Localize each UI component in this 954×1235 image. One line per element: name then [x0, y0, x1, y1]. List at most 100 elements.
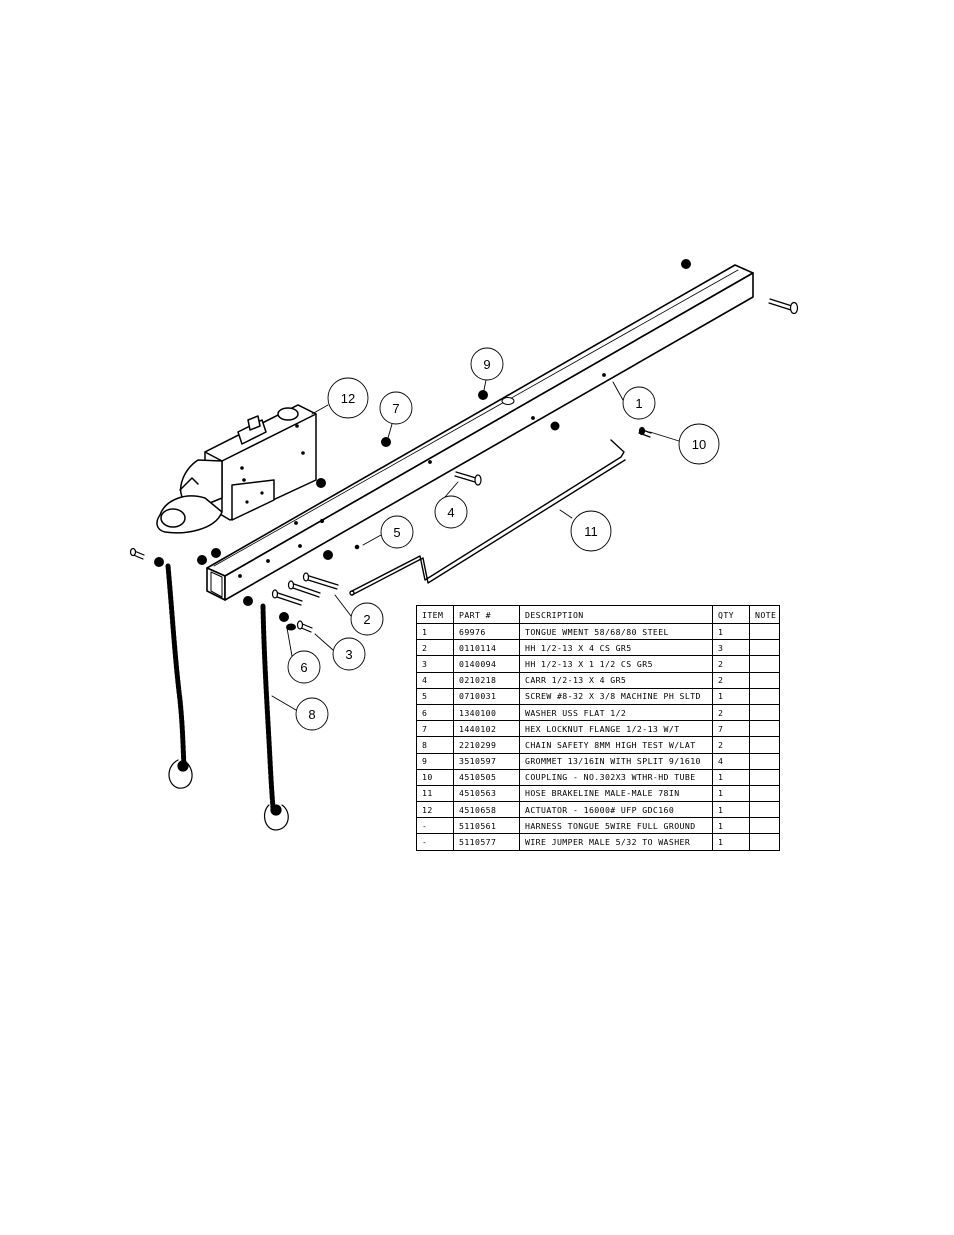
description-cell: WIRE JUMPER MALE 5/32 TO WASHER — [519, 833, 713, 851]
part-number-cell: 5110577 — [453, 833, 520, 851]
callout-11: 11 — [584, 524, 598, 539]
description-cell: HEX LOCKNUT FLANGE 1/2-13 W/T — [519, 720, 713, 738]
note-cell — [749, 801, 780, 819]
part-number-cell: 0710031 — [453, 687, 520, 705]
hardware-nuts — [154, 259, 691, 631]
callout-7: 7 — [392, 401, 399, 416]
part-number-cell: 0140094 — [453, 655, 520, 673]
note-cell — [749, 752, 780, 770]
part-number-cell: 0110114 — [453, 639, 520, 657]
note-cell — [749, 720, 780, 738]
part-number-cell: 3510597 — [453, 752, 520, 770]
qty-cell: 1 — [712, 817, 750, 835]
bolts — [129, 298, 799, 633]
actuator — [156, 404, 317, 534]
note-cell — [749, 736, 780, 754]
item-cell: - — [416, 817, 454, 835]
item-cell: 6 — [416, 703, 454, 722]
qty-cell: 4 — [712, 752, 750, 770]
qty-cell: 1 — [712, 622, 750, 641]
part-number-cell: 2210299 — [453, 736, 520, 754]
item-cell: 3 — [416, 655, 454, 673]
description-cell: ACTUATOR - 16000# UFP GDC160 — [519, 801, 713, 819]
part-number-cell: 0210218 — [453, 671, 520, 689]
note-cell — [749, 655, 780, 673]
safety-chains — [165, 563, 289, 831]
tongue-tube — [206, 264, 754, 601]
part-number-cell: 69976 — [453, 622, 520, 641]
brake-line-hose — [349, 439, 626, 596]
item-cell: 9 — [416, 752, 454, 770]
note-cell — [749, 833, 780, 851]
item-cell: 10 — [416, 768, 454, 786]
note-cell — [749, 817, 780, 835]
description-cell: CARR 1/2-13 X 4 GR5 — [519, 671, 713, 689]
callout-5: 5 — [393, 525, 400, 540]
item-cell: 5 — [416, 687, 454, 705]
description-cell: HARNESS TONGUE 5WIRE FULL GROUND — [519, 817, 713, 835]
item-cell: 8 — [416, 736, 454, 754]
table-header-row: ITEM PART # DESCRIPTION QTY NOTE — [416, 605, 780, 624]
note-cell — [749, 703, 780, 722]
description-cell: HH 1/2-13 X 1 1/2 CS GR5 — [519, 655, 713, 673]
part-number-cell: 1440102 — [453, 720, 520, 738]
part-number-cell: 4510563 — [453, 784, 520, 803]
qty-cell: 1 — [712, 768, 750, 786]
description-cell: WASHER USS FLAT 1/2 — [519, 703, 713, 722]
note-cell — [749, 671, 780, 689]
qty-cell: 2 — [712, 703, 750, 722]
leader-lines — [271, 379, 680, 711]
qty-cell: 1 — [712, 687, 750, 705]
part-number-cell: 4510505 — [453, 768, 520, 786]
qty-cell: 1 — [712, 833, 750, 851]
header-item: ITEM — [416, 605, 454, 624]
qty-cell: 2 — [712, 655, 750, 673]
qty-cell: 3 — [712, 639, 750, 657]
callout-12: 12 — [341, 391, 355, 406]
callout-circles — [287, 347, 720, 731]
description-cell: HOSE BRAKELINE MALE-MALE 78IN — [519, 784, 713, 803]
callout-3: 3 — [345, 647, 352, 662]
item-cell: - — [416, 833, 454, 851]
callout-9: 9 — [483, 357, 490, 372]
qty-cell: 7 — [712, 720, 750, 738]
qty-cell: 2 — [712, 736, 750, 754]
item-cell: 11 — [416, 784, 454, 803]
description-cell: TONGUE WMENT 58/68/80 STEEL — [519, 622, 713, 641]
callout-4: 4 — [447, 505, 454, 520]
header-part-number: PART # — [453, 605, 520, 624]
description-cell: HH 1/2-13 X 4 CS GR5 — [519, 639, 713, 657]
description-cell: CHAIN SAFETY 8MM HIGH TEST W/LAT — [519, 736, 713, 754]
callout-2: 2 — [363, 612, 370, 627]
qty-cell: 1 — [712, 784, 750, 803]
header-qty: QTY — [712, 605, 750, 624]
qty-cell: 1 — [712, 801, 750, 819]
note-cell — [749, 622, 780, 641]
callout-1: 1 — [635, 396, 642, 411]
note-cell — [749, 768, 780, 786]
callout-8: 8 — [308, 707, 315, 722]
note-cell — [749, 687, 780, 705]
callout-labels: 1 2 3 4 5 6 7 8 9 10 11 12 — [300, 357, 706, 722]
part-number-cell: 1340100 — [453, 703, 520, 722]
note-cell — [749, 784, 780, 803]
part-number-cell: 5110561 — [453, 817, 520, 835]
header-description: DESCRIPTION — [519, 605, 713, 624]
qty-cell: 2 — [712, 671, 750, 689]
description-cell: GROMMET 13/16IN WITH SPLIT 9/1610 — [519, 752, 713, 770]
